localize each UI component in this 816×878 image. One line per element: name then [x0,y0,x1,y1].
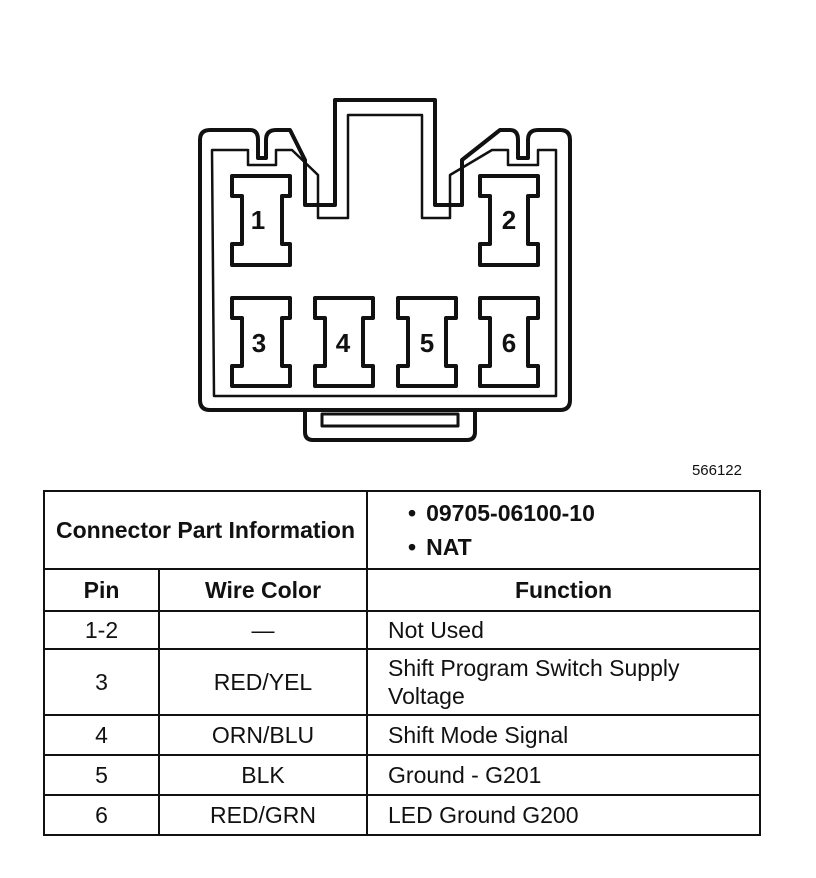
pin-cavity-3 [230,296,292,388]
part-info-row: Connector Part Information 09705-06100-1… [42,490,762,570]
header-row: Pin Wire Color Function [43,568,762,612]
wire-color-cell: RED/YEL [157,648,369,716]
connector-housing-inner [210,113,558,398]
table-row: 6 RED/GRN LED Ground G200 [43,794,762,836]
pin-cavity-5 [396,296,458,388]
latch-slot [320,412,460,428]
table-row: 1-2 — Not Used [43,610,762,650]
part-numbers: 09705-06100-10 NAT [366,490,762,570]
connector-diagram: 1 2 3 4 5 6 [198,98,572,442]
latch-tab [303,410,477,442]
part-number-1: 09705-06100-10 [408,496,749,530]
table-row: 3 RED/YEL Shift Program Switch Supply Vo… [43,648,762,716]
function-cell: Not Used [366,610,762,650]
pin-cell: 5 [43,754,160,796]
pin-cavity-1 [230,174,292,267]
table-row: 4 ORN/BLU Shift Mode Signal [43,714,762,756]
pin-cavity-4 [313,296,375,388]
pin-cell: 4 [43,714,160,756]
pin-label-2: 2 [502,205,516,235]
header-pin: Pin [43,568,160,612]
pin-label-5: 5 [420,328,434,358]
pin-label-4: 4 [336,328,351,358]
connector-info-table: Connector Part Information 09705-06100-1… [42,490,762,836]
part-info-label: Connector Part Information [42,490,369,570]
pin-cell: 1-2 [43,610,160,650]
pin-cell: 3 [43,648,160,716]
wire-color-cell: ORN/BLU [157,714,369,756]
pin-label-3: 3 [252,328,266,358]
pin-cavity-6 [478,296,540,388]
table-row: 5 BLK Ground - G201 [43,754,762,796]
pin-label-1: 1 [251,205,265,235]
pin-label-6: 6 [502,328,516,358]
wire-color-cell: — [157,610,369,650]
pin-cavity-2 [478,174,540,267]
function-cell: Shift Program Switch Supply Voltage [366,648,762,716]
part-number-2: NAT [408,530,749,564]
function-cell: Shift Mode Signal [366,714,762,756]
figure-number: 566122 [691,462,742,479]
function-cell: LED Ground G200 [366,794,762,836]
function-cell: Ground - G201 [366,754,762,796]
wire-color-cell: BLK [157,754,369,796]
header-wire-color: Wire Color [157,568,369,612]
connector-housing-outline [198,98,572,412]
pin-cell: 6 [43,794,160,836]
header-function: Function [366,568,762,612]
wire-color-cell: RED/GRN [157,794,369,836]
